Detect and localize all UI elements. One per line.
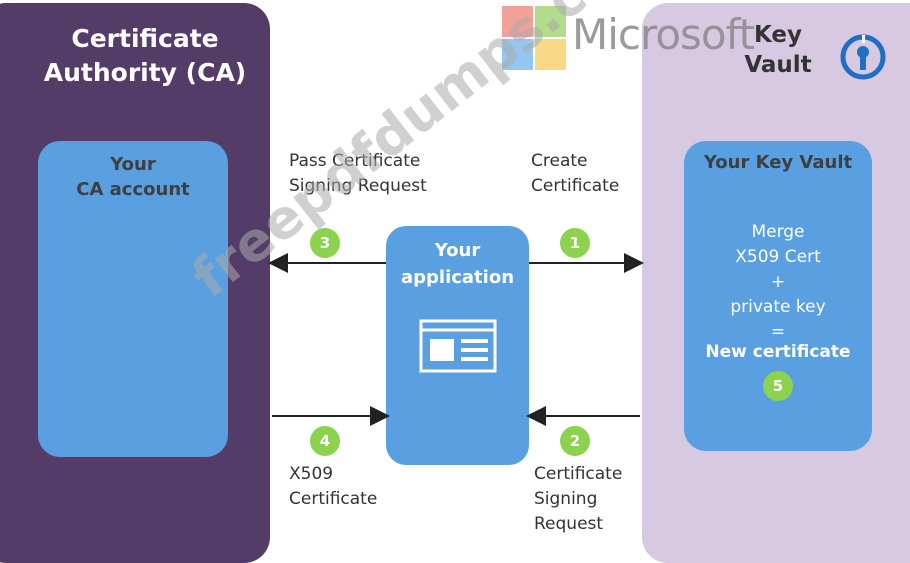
step-3-label: Pass Certificate Signing Request (289, 151, 427, 196)
step-5-badge: 5 (763, 371, 793, 401)
your-application-title: Your application (400, 240, 515, 288)
your-application-box (386, 226, 529, 465)
your-key-vault-title: Your Key Vault (703, 152, 853, 173)
flow-arrows (268, 253, 644, 426)
application-window-icon (419, 319, 497, 373)
step-3-badge: 3 (310, 228, 340, 258)
key-vault-title: Key Vault (744, 22, 812, 78)
new-certificate-label: New certificate (705, 342, 851, 362)
key-vault-icon (840, 34, 886, 80)
ca-account-title: Your CA account (76, 154, 190, 200)
step-4-label: X509 Certificate (289, 464, 378, 509)
ca-account-box (38, 141, 228, 457)
microsoft-watermark: Microsoft (572, 10, 755, 59)
step-4-badge: 4 (310, 426, 340, 456)
step-2-label: Certificate Signing Request (534, 464, 623, 534)
microsoft-logo-icon (502, 6, 566, 70)
step-2-badge: 2 (560, 426, 590, 456)
merge-description: Merge X509 Cert + private key = (730, 222, 826, 342)
step-1-badge: 1 (560, 228, 590, 258)
ca-title: Certificate Authority (CA) (43, 24, 247, 87)
step-1-label: Create Certificate (531, 151, 620, 196)
